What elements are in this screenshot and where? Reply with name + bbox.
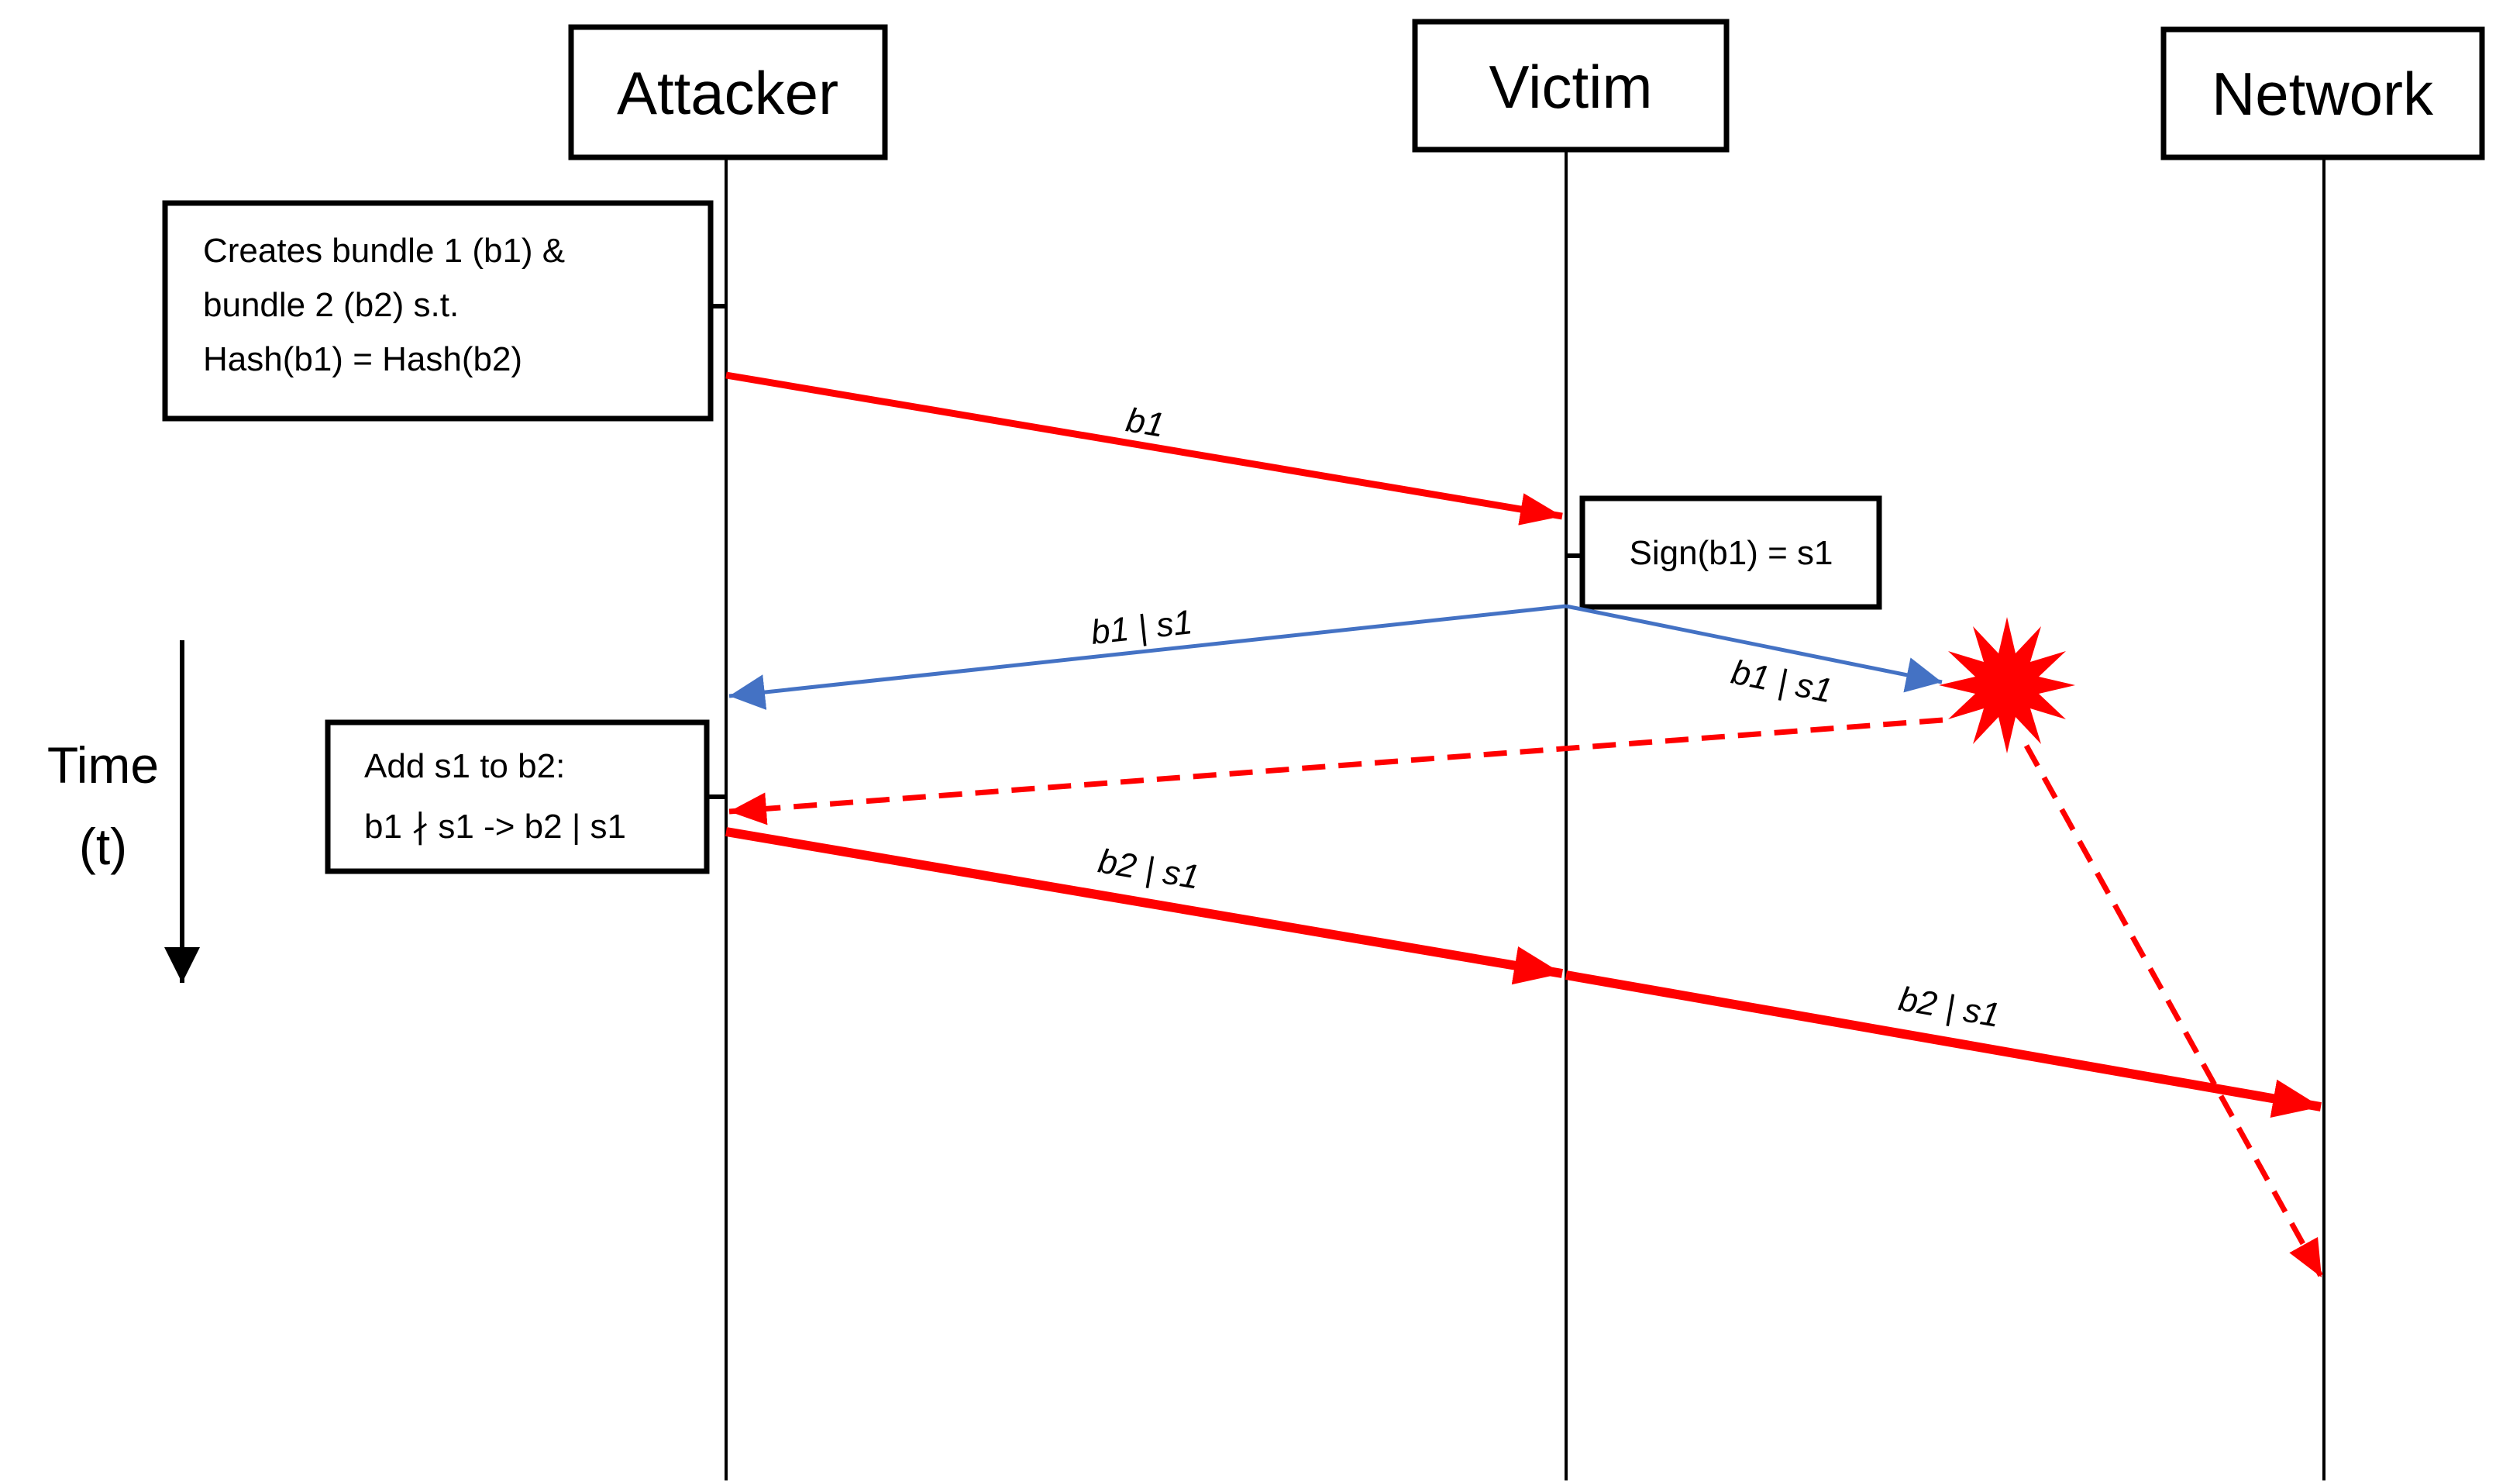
message-label-b1s1-to-attacker: b1 | s1 [1089, 603, 1194, 652]
actor-label-network: Network [2212, 60, 2434, 128]
note-add-signature-box [325, 719, 710, 874]
message-arrow-b1s1-to-network [1565, 604, 1943, 693]
actor-label-victim: Victim [1489, 53, 1653, 121]
note-create-bundles-line3: Hash(b1) = Hash(b2) [203, 340, 522, 378]
note-create-bundles-line2: bundle 2 (b2) s.t. [203, 286, 459, 324]
message-arrow-b2s1-attacker-to-victim [725, 827, 1564, 985]
time-axis-label-line1: Time [47, 736, 159, 794]
actor-box-attacker [568, 24, 888, 160]
message-arrow-b2s1-victim-to-network [1565, 970, 2322, 1118]
actor-headers: Attacker Victim Network [568, 19, 2485, 160]
message-arrow-b1 [725, 371, 1563, 526]
intercept-arrow-dashed-to-attacker [728, 717, 1943, 825]
actor-box-victim [1412, 19, 1730, 153]
message-arrow-b1s1-to-attacker [728, 604, 1567, 710]
note-sign: Sign(b1) = s1 [1568, 495, 1882, 610]
note-add-signature: Add s1 to b2: b1 ∤ s1 -> b2 | s1 [325, 719, 725, 874]
note-add-signature-line1: Add s1 to b2: [364, 747, 565, 785]
note-create-bundles-line1: Creates bundle 1 (b1) & [203, 232, 565, 270]
note-add-signature-line2: b1 ∤ s1 -> b2 | s1 [364, 808, 626, 846]
note-sign-text: Sign(b1) = s1 [1630, 534, 1833, 572]
time-axis: Time (t) [47, 640, 200, 983]
message-label-b1s1-to-network: b1 | s1 [1728, 653, 1835, 711]
note-create-bundles-box [162, 200, 714, 422]
note-sign-box [1579, 495, 1882, 610]
note-create-bundles: Creates bundle 1 (b1) & bundle 2 (b2) s.… [162, 200, 725, 422]
actor-label-attacker: Attacker [617, 59, 838, 127]
message-label-b2s1-to-network: b2 | s1 [1896, 980, 2003, 1035]
intercept-arrow-dashed-to-network [2023, 744, 2325, 1279]
explosion-burst-icon [1939, 617, 2075, 753]
time-axis-label-line2: (t) [79, 818, 127, 875]
message-label-b1: b1 [1124, 401, 1167, 444]
message-label-b2s1-to-victim: b2 | s1 [1096, 842, 1203, 896]
actor-box-network [2160, 26, 2485, 160]
lifelines [725, 150, 2325, 1480]
